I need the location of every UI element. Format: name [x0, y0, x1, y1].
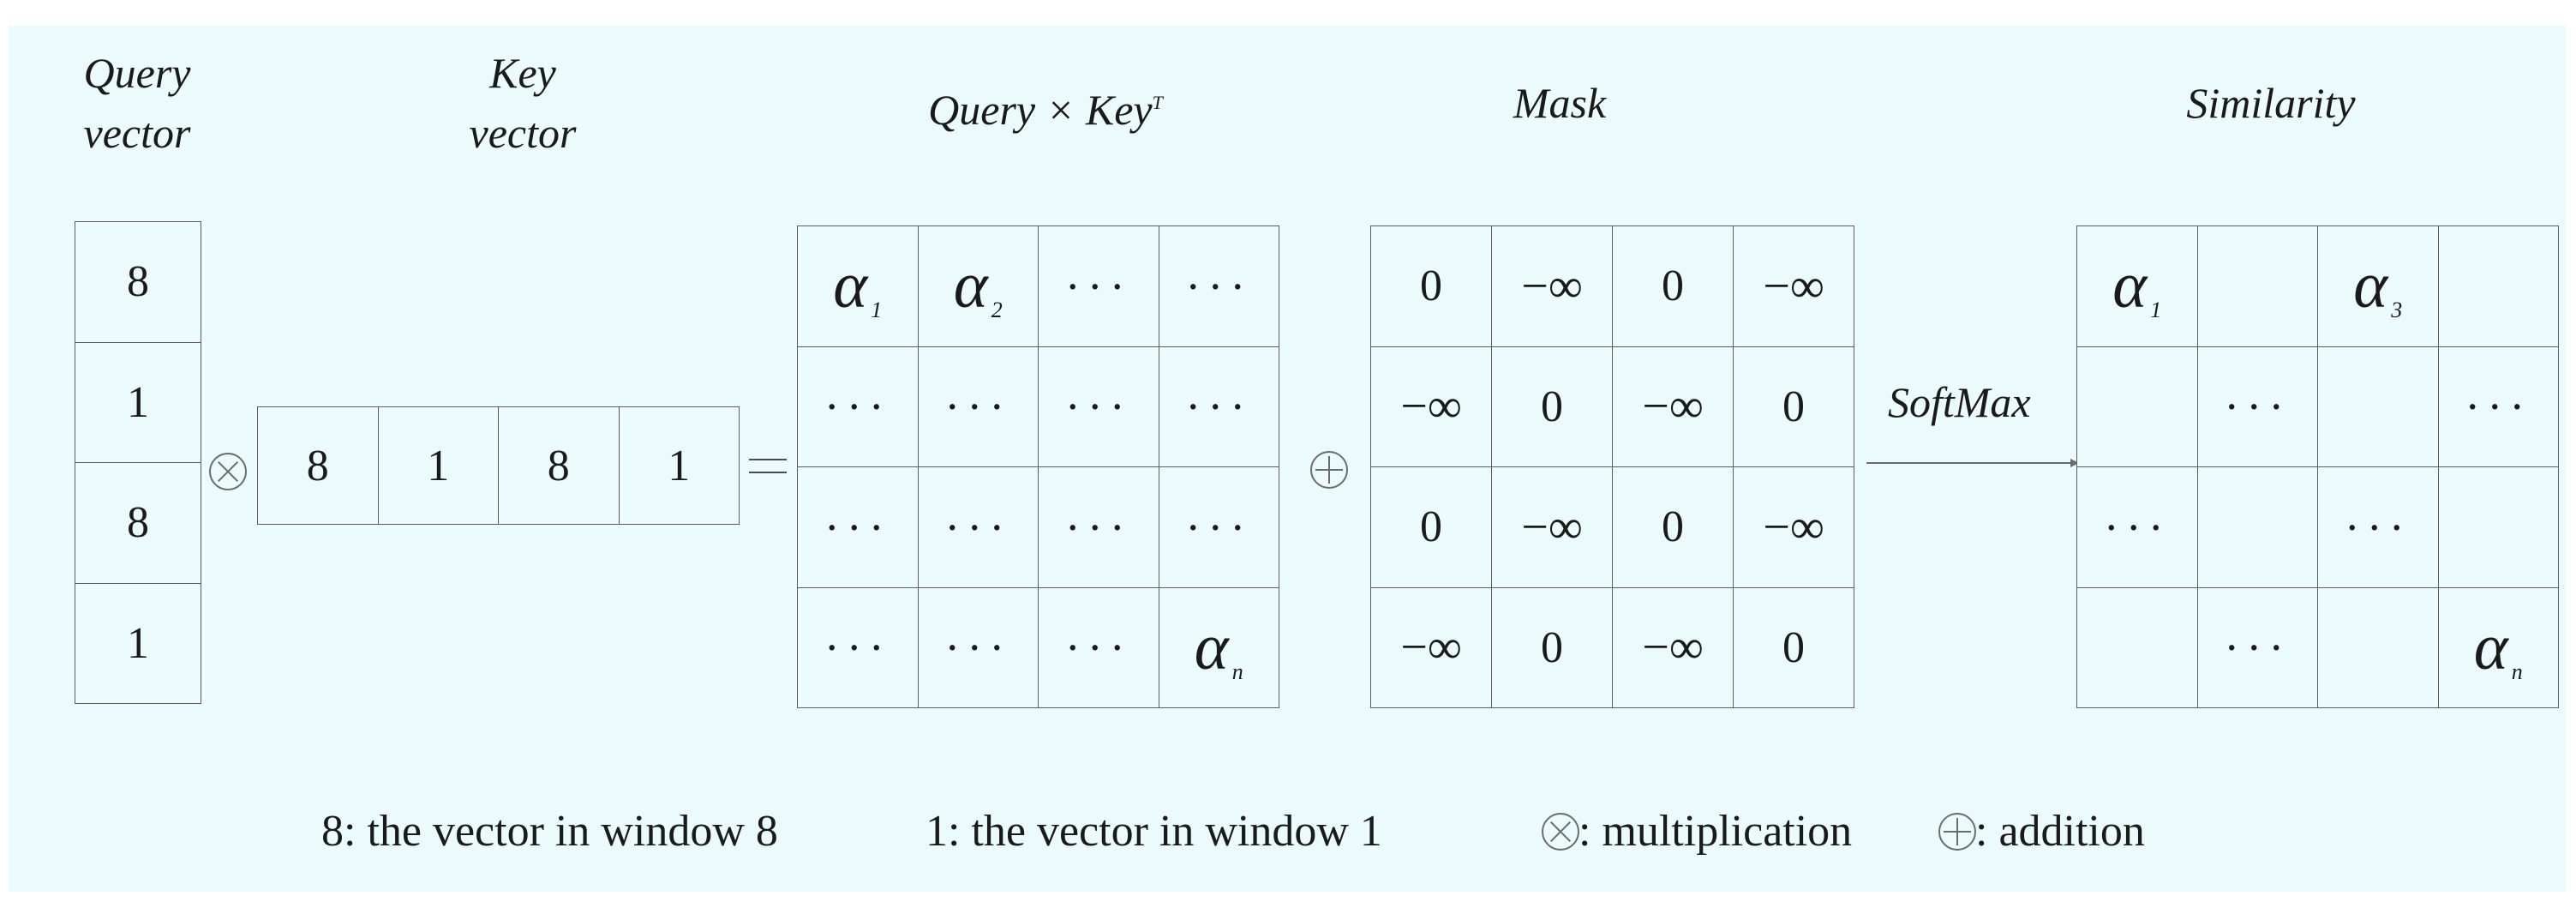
query-heading-line2: vector [83, 109, 191, 157]
similarity-matrix-cell [2197, 467, 2318, 588]
equals-bar-top [749, 459, 787, 460]
key-vector-heading: Key vector [437, 43, 608, 163]
product-matrix-cell: ··· [1039, 467, 1159, 588]
mask-matrix-cell: 0 [1734, 346, 1854, 467]
legend-item-multiplication: : multiplication [1579, 807, 1853, 856]
query-vector-cell: 1 [75, 342, 201, 463]
product-matrix-cell: ··· [798, 587, 919, 708]
mask-matrix-cell: −∞ [1371, 587, 1492, 708]
mask-matrix-cell: −∞ [1371, 346, 1492, 467]
similarity-matrix-cell [2318, 587, 2439, 708]
mask-matrix-cell: −∞ [1613, 346, 1734, 467]
legend-item-window-8: 8: the vector in window 8 [321, 807, 778, 856]
product-heading-base: Query × Key [928, 86, 1153, 134]
product-matrix-cell: ··· [1159, 226, 1279, 347]
product-matrix-cell: ··· [918, 346, 1039, 467]
alpha-subscript: 2 [991, 298, 1003, 323]
mask-matrix-cell: 0 [1492, 587, 1613, 708]
similarity-matrix-cell: ··· [2077, 467, 2198, 588]
equals-sign [749, 459, 787, 484]
equals-bar-bottom [749, 472, 787, 473]
mask-matrix-cell: −∞ [1492, 467, 1613, 588]
mask-matrix-cell: 0 [1371, 467, 1492, 588]
similarity-matrix-cell: ··· [2438, 346, 2559, 467]
query-vector-cell: 8 [75, 222, 201, 343]
product-heading-sup: T [1152, 92, 1163, 113]
similarity-matrix-cell: ··· [2197, 587, 2318, 708]
similarity-matrix-cell [2197, 226, 2318, 347]
mask-matrix-cell: 0 [1371, 226, 1492, 347]
legend-item-window-1: 1: the vector in window 1 [926, 807, 1382, 856]
similarity-heading: Similarity [2186, 79, 2356, 127]
mask-matrix-cell: 0 [1613, 226, 1734, 347]
similarity-matrix-cell: ··· [2197, 346, 2318, 467]
similarity-matrix-cell [2438, 226, 2559, 347]
product-matrix-cell: ··· [1159, 467, 1279, 588]
query-heading-line1: Query [83, 49, 191, 97]
query-vector-cell: 1 [75, 583, 201, 704]
softmax-label: SoftMax [1888, 378, 2031, 426]
key-heading-line2: vector [469, 109, 577, 157]
mask-matrix-cell: −∞ [1734, 226, 1854, 347]
mask-matrix-cell: 0 [1613, 467, 1734, 588]
mask-heading: Mask [1513, 79, 1607, 127]
mask-matrix-cell: 0 [1734, 587, 1854, 708]
similarity-matrix-cell: ··· [2318, 467, 2439, 588]
mask-matrix-cell: 0 [1492, 346, 1613, 467]
query-vector-cell: 8 [75, 463, 201, 584]
product-matrix-cell: ··· [1039, 346, 1159, 467]
similarity-matrix-cell [2077, 587, 2198, 708]
mask-matrix-cell: −∞ [1492, 226, 1613, 347]
softmax-arrow [1866, 459, 2079, 467]
key-vector-cell: 8 [258, 407, 379, 525]
product-heading: Query × KeyT [866, 73, 1225, 140]
key-heading-line1: Key [489, 49, 556, 97]
similarity-matrix-cell [2318, 346, 2439, 467]
legend-circled-plus-icon [1938, 813, 1976, 851]
similarity-matrix-cell [2438, 467, 2559, 588]
diagram-canvas: Query vector Key vector Query × KeyT Mas… [9, 26, 2566, 892]
mask-matrix-cell: −∞ [1613, 587, 1734, 708]
alpha-subscript: 1 [871, 298, 883, 323]
legend-item-addition: : addition [1975, 807, 2145, 856]
product-matrix-cell: ··· [1039, 226, 1159, 347]
circled-times-icon [209, 453, 247, 490]
alpha-subscript: 3 [2391, 298, 2403, 323]
product-matrix-cell: ··· [918, 467, 1039, 588]
similarity-matrix-cell [2077, 346, 2198, 467]
mask-matrix-cell: −∞ [1734, 467, 1854, 588]
legend-circled-times-icon [1542, 813, 1579, 851]
product-matrix-cell: ··· [918, 587, 1039, 708]
alpha-subscript: 1 [2150, 298, 2162, 323]
key-vector-cell: 8 [499, 407, 620, 525]
alpha-subscript: n [2511, 658, 2523, 684]
circled-plus-icon [1310, 451, 1348, 489]
product-matrix-cell: ··· [798, 467, 919, 588]
product-matrix-cell: ··· [798, 346, 919, 467]
alpha-subscript: n [1231, 658, 1243, 684]
key-vector-cell: 1 [619, 407, 740, 525]
key-vector-cell: 1 [378, 407, 499, 525]
product-matrix-cell: ··· [1159, 346, 1279, 467]
product-matrix-cell: ··· [1039, 587, 1159, 708]
query-vector-heading: Query vector [60, 43, 214, 163]
